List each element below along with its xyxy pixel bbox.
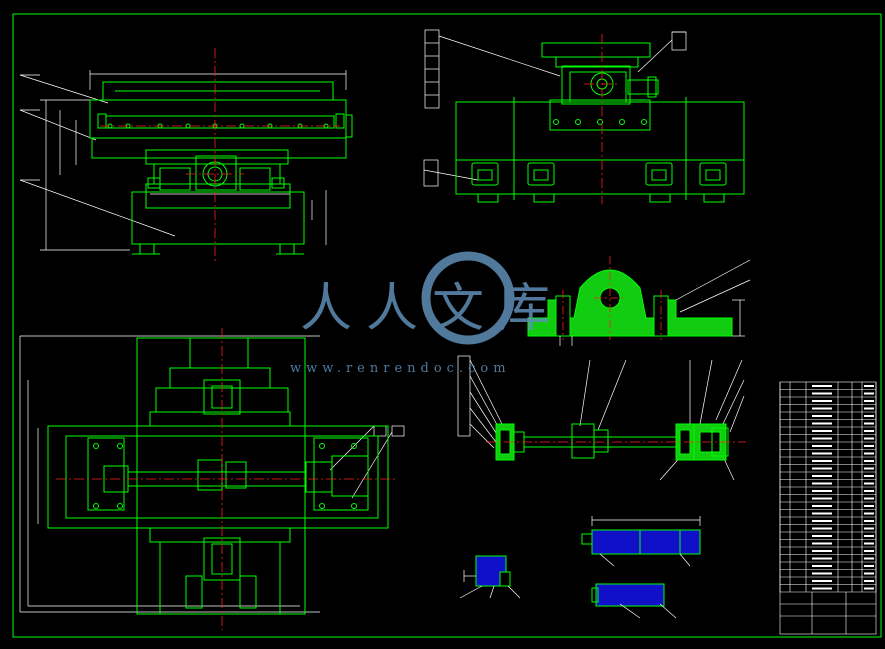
watermark: 人人文库 www.renrendoc.com: [290, 251, 564, 376]
guide-rail-detail: [581, 516, 701, 619]
key-detail: [459, 555, 521, 599]
parts-list-text-mark: [812, 452, 832, 455]
parts-list-text-mark: [864, 535, 874, 537]
parts-list-text-mark: [864, 512, 874, 515]
parts-list-text-mark: [812, 572, 832, 575]
plan-view: [19, 335, 405, 615]
parts-list-text-mark: [812, 587, 832, 590]
front-centerline: [100, 48, 340, 262]
parts-list-text-mark: [812, 490, 832, 492]
parts-list-text-mark: [812, 527, 832, 530]
parts-list-text-mark: [864, 505, 874, 507]
parts-list-text-mark: [812, 392, 832, 395]
parts-list-text-mark: [812, 497, 832, 500]
parts-list-text-mark: [864, 415, 874, 417]
parts-list-text-mark: [812, 565, 832, 567]
parts-list-text-mark: [812, 415, 832, 417]
parts-list-text-mark: [812, 520, 832, 522]
parts-list-text-mark: [864, 572, 874, 575]
parts-list-text-mark: [812, 535, 832, 537]
parts-list-text-mark: [812, 430, 832, 432]
parts-list-text-mark: [864, 422, 874, 425]
bearing-seat-section: [527, 256, 751, 346]
parts-list-text-mark: [864, 520, 874, 522]
parts-list-text-mark: [864, 467, 874, 470]
parts-list-text-mark: [864, 385, 874, 387]
title-block: [779, 381, 877, 635]
parts-list-text-mark: [864, 587, 874, 590]
parts-list-text-mark: [864, 392, 874, 395]
parts-list-text-mark: [812, 407, 832, 410]
parts-list-text-mark: [812, 580, 832, 582]
side-centerline: [584, 34, 620, 204]
parts-list-text-mark: [812, 445, 832, 447]
parts-list-text-mark: [864, 407, 874, 410]
parts-list-text-mark: [812, 512, 832, 515]
drawing-frame: [12, 13, 882, 638]
parts-list-text-mark: [864, 542, 874, 545]
watermark-url: www.renrendoc.com: [290, 361, 511, 376]
parts-list-text-mark: [812, 505, 832, 507]
parts-list-text-mark: [864, 557, 874, 560]
watermark-logo-ring: [421, 251, 515, 345]
watermark-brand: 人人文库: [300, 279, 564, 339]
parts-list-text-mark: [812, 460, 832, 462]
parts-list-text-mark: [812, 475, 832, 477]
parts-list-text-mark: [864, 527, 874, 530]
parts-list-text-mark: [864, 490, 874, 492]
parts-list-text-mark: [864, 550, 874, 552]
parts-list-text-mark: [864, 482, 874, 485]
parts-list-text-mark: [864, 497, 874, 500]
parts-list-text-mark: [812, 542, 832, 545]
parts-list-text-mark: [864, 580, 874, 582]
parts-list-text-mark: [864, 475, 874, 477]
parts-list-text-mark: [864, 460, 874, 462]
parts-list-text-mark: [864, 445, 874, 447]
parts-list-text-mark: [864, 430, 874, 432]
parts-list-text-mark: [864, 437, 874, 440]
parts-list-text-mark: [812, 400, 832, 402]
parts-list-text-mark: [812, 557, 832, 560]
plan-centerline: [56, 328, 396, 630]
parts-list-text-mark: [812, 550, 832, 552]
parts-list-text-mark: [812, 422, 832, 425]
parts-list-text-mark: [812, 482, 832, 485]
parts-list-text-mark: [812, 467, 832, 470]
parts-list-text-mark: [864, 565, 874, 567]
parts-list-text-mark: [812, 385, 832, 387]
front-view: [19, 70, 353, 255]
parts-list-text-mark: [864, 400, 874, 402]
parts-list-text-mark: [812, 437, 832, 440]
parts-list-text-mark: [864, 452, 874, 455]
